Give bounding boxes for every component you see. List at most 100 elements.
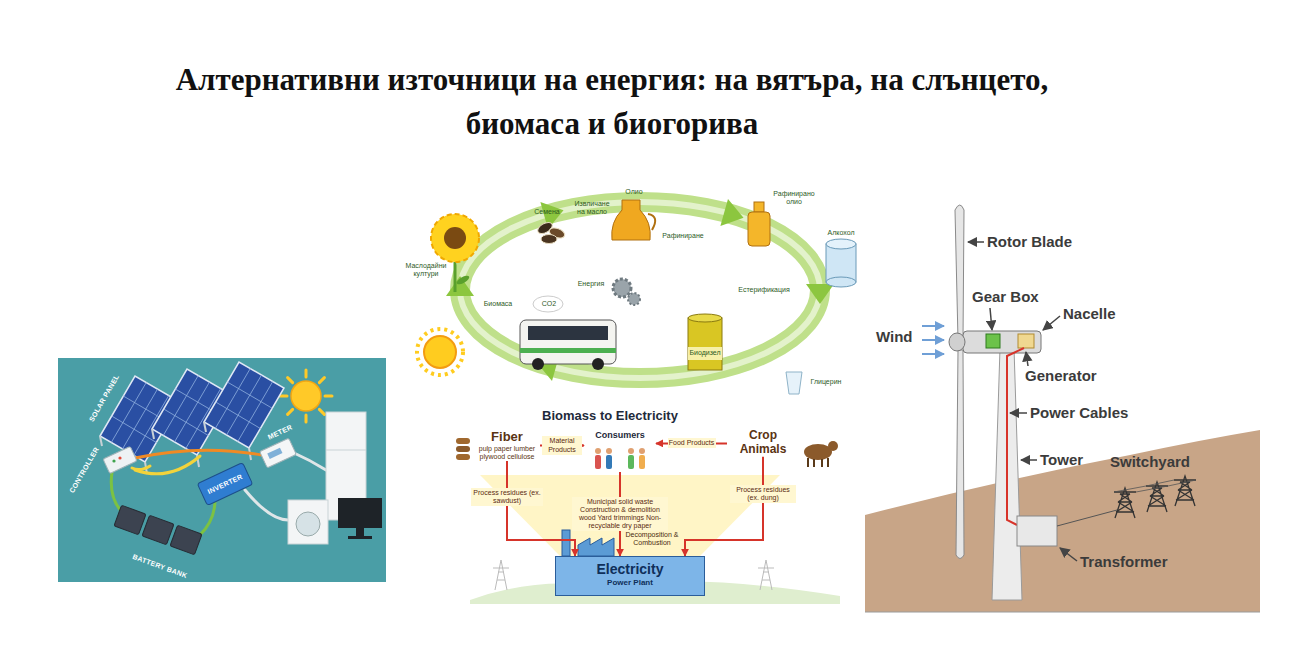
oil-bottle-icon <box>754 202 764 212</box>
people-icon <box>639 448 645 454</box>
alcohol-tank-icon <box>826 277 856 287</box>
cycle-arrowhead <box>720 199 743 226</box>
bus-icon <box>520 320 616 364</box>
sun-icon <box>280 370 332 422</box>
gears-icon <box>628 293 640 305</box>
battery-bank <box>114 505 146 535</box>
gears-icon <box>613 279 631 297</box>
solar-panel <box>204 362 284 460</box>
node-title: Consumers <box>584 430 656 441</box>
people-icon <box>606 448 612 454</box>
bus-icon <box>532 358 544 370</box>
wind-turbine-illustration <box>865 205 1260 612</box>
people-icon <box>606 455 612 469</box>
part-label: Power Cables <box>1030 404 1128 422</box>
controller-box <box>112 459 115 462</box>
node-note: Animals <box>727 442 799 456</box>
process-label: Маслодайни култури <box>404 262 448 278</box>
sun-icon <box>288 378 293 383</box>
part-label: Tower <box>1040 451 1083 469</box>
cow-icon <box>808 458 828 467</box>
sunflower-icon <box>454 262 457 292</box>
sun-icon <box>424 336 456 368</box>
flow-arrow <box>685 457 763 556</box>
leader-line <box>968 242 1077 561</box>
wire <box>200 500 215 535</box>
leader-line <box>1010 412 1027 414</box>
solar-panel <box>100 362 284 474</box>
battery-bank <box>142 515 174 545</box>
part-label: Wind <box>876 328 913 346</box>
appliances <box>348 536 372 539</box>
source-box: Fiberpulp paper lumber plywood cellulose <box>474 430 540 461</box>
process-label: Олио <box>622 188 646 196</box>
sun-icon <box>325 395 332 398</box>
sun-icon <box>280 370 332 422</box>
sun-icon <box>417 329 463 375</box>
leader-line <box>990 308 992 330</box>
process-label: Извличане на масло <box>572 200 612 216</box>
process-label: Естерификация <box>738 286 790 294</box>
process-label: Алкохол <box>823 229 859 237</box>
leader-line <box>1026 352 1028 366</box>
sunflower-icon <box>431 214 479 262</box>
alcohol-tank-icon <box>826 239 856 249</box>
bus-icon <box>520 348 616 353</box>
process-label: CO2 <box>538 300 560 308</box>
wind-turbine-illustration <box>1114 488 1136 518</box>
biomass-illustration <box>456 438 840 604</box>
sunflower-icon <box>444 227 466 249</box>
sun-icon <box>305 415 308 422</box>
alcohol-tank-icon <box>826 239 856 287</box>
process-label: Рафиниране <box>660 232 706 240</box>
sunflower-icon <box>455 274 470 286</box>
biomass-illustration <box>758 560 774 590</box>
wind-turbine-illustration <box>865 430 1260 612</box>
wind-arrow <box>922 339 944 341</box>
power-plant-roof <box>562 530 570 556</box>
part-label: Nacelle <box>1063 305 1116 323</box>
process-label: Семена <box>532 208 562 216</box>
wind-turbine-illustration <box>1114 480 1196 492</box>
biodiesel-barrel-icon <box>688 314 722 370</box>
node-note: pulp paper lumber plywood cellulose <box>474 445 540 461</box>
process-label: Енергия <box>574 280 608 288</box>
sun-icon <box>319 378 324 383</box>
part-label: Generator <box>1025 367 1097 385</box>
part-label: Gear Box <box>972 288 1039 306</box>
wind-turbine-illustration <box>1018 334 1034 348</box>
biomass-illustration <box>493 560 509 590</box>
edge-label: Process residues (ex. sawdust) <box>471 488 543 506</box>
battery-bank <box>114 505 202 555</box>
cow-icon <box>804 441 838 467</box>
node-note: Power Plant <box>560 578 700 588</box>
people-icon <box>595 448 601 454</box>
cycle-arrowhead <box>446 199 834 381</box>
bus-icon <box>528 326 608 340</box>
inverter-box <box>197 463 252 506</box>
meter-box <box>260 438 297 468</box>
leader-line <box>1021 459 1037 461</box>
seeds-icon <box>541 235 557 244</box>
controller-box <box>103 446 137 473</box>
wood-logs-icon <box>456 446 470 452</box>
inverter-box <box>197 463 252 506</box>
process-label: Биодизел <box>686 349 724 357</box>
cycle-arrowhead <box>806 284 834 304</box>
wind-arrow <box>922 325 944 327</box>
glycerin-glass-icon <box>786 372 802 394</box>
wood-logs-icon <box>456 438 470 444</box>
connector-group <box>507 443 763 556</box>
sun-icon <box>319 409 324 414</box>
node-title: Electricity <box>560 561 700 578</box>
edge-label: Municipal solid waste Construction & dem… <box>572 497 668 531</box>
oil-jug-icon <box>648 214 655 230</box>
bus-icon <box>592 358 604 370</box>
solar-system-illustration <box>58 358 386 582</box>
wind-turbine-illustration <box>1007 348 1024 525</box>
cow-icon <box>828 441 838 451</box>
wind-turbine-illustration <box>949 333 965 351</box>
leader-line <box>1043 316 1060 330</box>
